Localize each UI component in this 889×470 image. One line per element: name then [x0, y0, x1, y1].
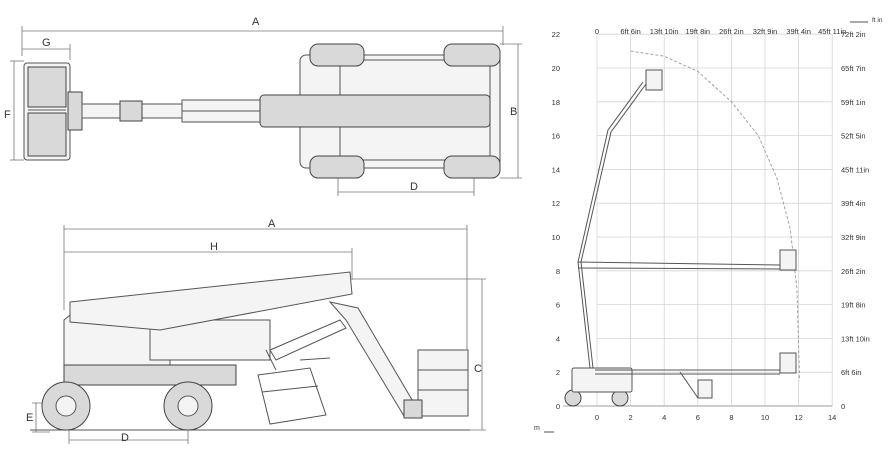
- x-tick-label-imperial: 39ft 4in: [786, 27, 811, 36]
- platform-basket-lowered: [257, 349, 331, 425]
- dimension-label-h: H: [210, 241, 218, 253]
- x-tick-label-metric: 4: [662, 413, 666, 422]
- wheels-top: [309, 43, 501, 179]
- working-range-svg: 0 2 4 6 8 10 12 14 0 2 4 6 8 10 12 14 16 18 20 22 0 6ft 6in…: [534, 17, 883, 433]
- dimension-a-side: A: [63, 218, 468, 350]
- side-view-drawing: A H C E D: [0, 210, 530, 460]
- wheel-icon: [309, 155, 365, 179]
- platform-max-height: [645, 69, 663, 91]
- chart-grid: [563, 33, 833, 407]
- y-tick-label-metric: 20: [552, 64, 560, 73]
- unit-label-imperial: ft in: [872, 17, 883, 24]
- wheel-icon: [309, 43, 365, 67]
- y-tick-label-imperial: 39ft 4in: [841, 199, 866, 208]
- x-tick-label-metric: 14: [828, 413, 836, 422]
- x-tick-label-metric: 2: [629, 413, 633, 422]
- x-tick-label-imperial: 13ft 10in: [650, 27, 679, 36]
- boom-link-side: [269, 319, 347, 361]
- y-tick-label-imperial: 32ft 9in: [841, 233, 866, 242]
- y-tick-label-imperial: 72ft 2in: [841, 30, 866, 39]
- dimension-label-d-top: D: [410, 181, 418, 193]
- boom-max-height: [577, 81, 644, 369]
- dimension-f: F: [4, 60, 24, 161]
- working-envelope-curve: [630, 50, 800, 381]
- platform-below-grade: [697, 379, 713, 399]
- range-chassis: [571, 367, 633, 393]
- y-tick-label-metric: 0: [556, 402, 560, 411]
- wheel-icon: [443, 155, 501, 179]
- dimension-label-c: C: [474, 363, 482, 375]
- dimension-label-a-side: A: [268, 218, 276, 230]
- x-tick-label-metric: 6: [696, 413, 700, 422]
- boom-max-outreach: [577, 261, 781, 266]
- dimension-label-b: B: [510, 106, 517, 118]
- x-tick-label-metric: 0: [595, 413, 599, 422]
- wheels-side: [41, 381, 213, 431]
- y-tick-label-imperial: 59ft 1in: [841, 98, 866, 107]
- dimension-d-side: D: [68, 420, 189, 444]
- working-range-chart: 0 2 4 6 8 10 12 14 0 2 4 6 8 10 12 14 16 18 20 22 0 6ft 6in…: [530, 0, 889, 465]
- y-tick-label-imperial: 45ft 11in: [841, 165, 869, 174]
- dimension-label-e: E: [26, 412, 33, 424]
- x-tick-label-metric: 12: [794, 413, 802, 422]
- jib-below-grade: [679, 371, 699, 399]
- dimension-h: H: [64, 241, 353, 280]
- y-tick-label-metric: 10: [552, 233, 560, 242]
- top-view-svg: A G F B D: [4, 16, 522, 196]
- x-tick-label-imperial: 0: [595, 27, 599, 36]
- dimension-g: G: [22, 37, 71, 60]
- platform-low-outreach: [779, 352, 797, 374]
- dimension-label-g: G: [42, 37, 51, 49]
- dimension-b: B: [500, 43, 522, 179]
- platform-rotator-top: [67, 91, 83, 131]
- x-tick-label-imperial: 32ft 9in: [753, 27, 778, 36]
- top-view-drawing: A G F B D: [0, 0, 530, 205]
- dimension-label-a: A: [252, 16, 260, 28]
- x-tick-label-metric: 10: [761, 413, 769, 422]
- y-tick-label-metric: 2: [556, 368, 560, 377]
- chassis-top: [259, 54, 501, 169]
- y-tick-label-imperial: 52ft 5in: [841, 132, 866, 141]
- jib-joint-top: [119, 100, 143, 122]
- main-boom-side: [69, 271, 353, 331]
- y-tick-label-metric: 14: [552, 165, 560, 174]
- y-ticks-metric: 0 2 4 6 8 10 12 14 16 18 20 22: [552, 30, 560, 411]
- y-tick-label-metric: 6: [556, 301, 560, 310]
- dimension-label-d-side: D: [121, 432, 129, 444]
- x-tick-label-imperial: 19ft 8in: [685, 27, 710, 36]
- y-tick-label-metric: 8: [556, 267, 560, 276]
- x-tick-label-imperial: 6ft 6in: [620, 27, 640, 36]
- y-tick-label-imperial: 65ft 7in: [841, 64, 866, 73]
- platform-basket-side: [403, 349, 469, 419]
- x-tick-label-imperial: 26ft 2in: [719, 27, 744, 36]
- range-machine-drawing: [564, 69, 797, 407]
- unit-label-metric: m: [534, 425, 540, 432]
- y-tick-label-metric: 12: [552, 199, 560, 208]
- wheel-icon: [443, 43, 501, 67]
- platform-max-outreach: [779, 249, 797, 271]
- y-tick-label-imperial: 26ft 2in: [841, 267, 866, 276]
- jib-arm-side: [328, 301, 419, 417]
- x-tick-label-metric: 8: [729, 413, 733, 422]
- y-tick-label-metric: 4: [556, 334, 560, 343]
- y-tick-label-metric: 18: [552, 98, 560, 107]
- x-tick-label-imperial: 45ft 11in: [818, 27, 846, 36]
- dimension-label-f: F: [4, 109, 11, 121]
- y-ticks-imperial: 0 6ft 6in 13ft 10in 19ft 8in 26ft 2in 32ft 9i…: [841, 30, 870, 411]
- y-tick-label-metric: 16: [552, 132, 560, 141]
- x-ticks-imperial: 0 6ft 6in 13ft 10in 19ft 8in 26ft 2in 32ft 9i…: [595, 27, 846, 36]
- y-tick-label-imperial: 0: [841, 402, 845, 411]
- y-tick-label-metric: 22: [552, 30, 560, 39]
- y-tick-label-imperial: 19ft 8in: [841, 301, 866, 310]
- y-tick-label-imperial: 13ft 10in: [841, 334, 870, 343]
- side-view-svg: A H C E D: [26, 218, 486, 444]
- platform-basket-top: [23, 62, 71, 161]
- dimension-a-top: A: [21, 16, 504, 56]
- x-ticks-metric: 0 2 4 6 8 10 12 14: [595, 413, 836, 422]
- y-tick-label-imperial: 6ft 6in: [841, 368, 861, 377]
